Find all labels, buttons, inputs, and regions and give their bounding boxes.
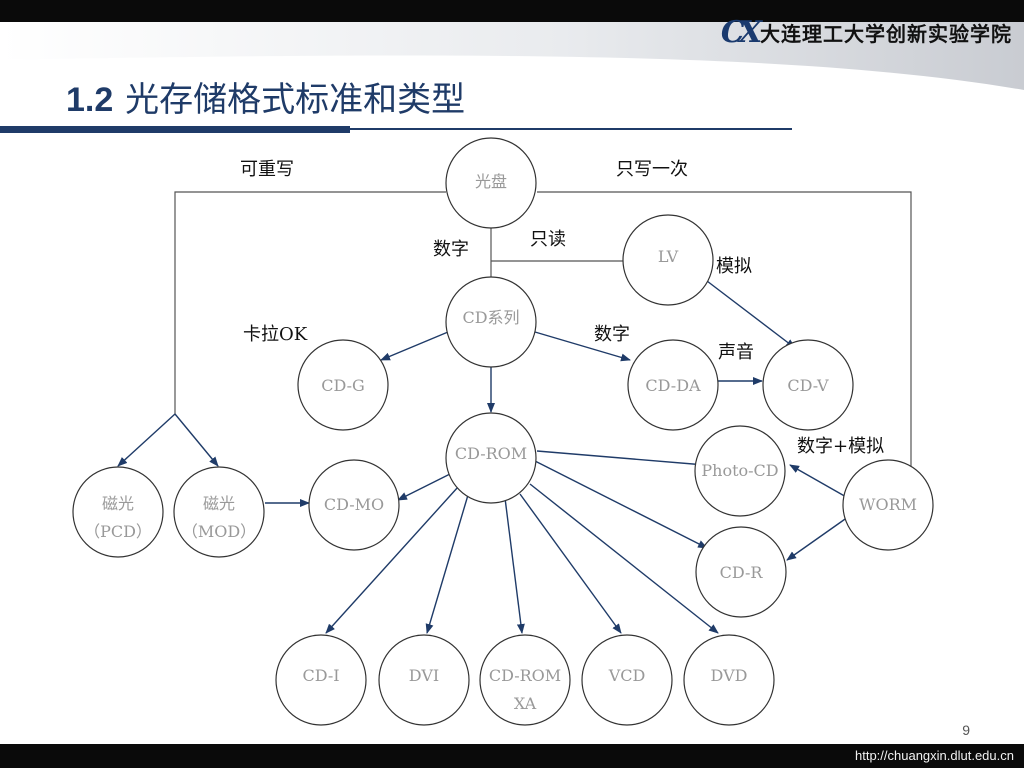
arrow-cd-rom-to-cd-r — [534, 460, 708, 549]
arrow-cd-rom-to-cd-i — [325, 486, 459, 634]
node-photo-cd: Photo-CD — [694, 425, 786, 517]
arrow-cd-rom-to-cd-mo — [397, 471, 455, 501]
label-audio: 声音 — [718, 342, 754, 363]
label-read-only: 只读 — [530, 229, 566, 250]
arrow-cd-rom-to-dvi — [425, 494, 469, 634]
optical-storage-diagram: 光盘 LV CD系列 CD-G CD-DA CD-V CD-ROM Photo-… — [72, 137, 934, 726]
node-cd-v: CD-V — [762, 339, 854, 431]
arrow-worm-to-cd-r — [786, 516, 849, 561]
arrow-cd-series-to-cd-g — [380, 331, 449, 361]
node-dvi: DVI — [378, 634, 470, 726]
institution-logo: CX 大连理工大学创新实验学院 — [721, 14, 1012, 50]
title-rule-thick — [0, 126, 350, 133]
arrow-worm-to-photo-cd — [789, 464, 849, 499]
node-cd-i-label: CD-I — [302, 666, 339, 685]
node-worm-label: WORM — [859, 495, 917, 514]
node-cd-mo-label: CD-MO — [324, 495, 384, 514]
node-cd-g: CD-G — [297, 339, 389, 431]
slide-title: 1.2 光存储格式标准和类型 — [66, 72, 465, 121]
node-dvd: DVD — [683, 634, 775, 726]
label-write-once: 只写一次 — [616, 159, 688, 180]
edge-labels: 可重写 只写一次 数字 只读 模拟 卡拉OK 数字 声音 数字+模拟 — [240, 159, 884, 457]
arrow-cd-rom-to-cd-rom-xa — [504, 497, 525, 634]
node-cd-i: CD-I — [275, 634, 367, 726]
arrow-cd-rom-to-photo-cd — [536, 450, 706, 469]
arrow-cd-rom-to-dvd — [529, 483, 719, 634]
node-mo-mod-label-1: 磁光 — [203, 494, 235, 513]
node-cd-g-label: CD-G — [321, 376, 365, 395]
page-number: 9 — [962, 722, 970, 738]
node-mo-mod: 磁光 （MOD） — [173, 466, 265, 558]
node-mo-pcd-label-2: （PCD） — [84, 522, 152, 541]
node-cd-rom-xa-label-1: CD-ROM — [489, 666, 561, 685]
node-cd-series-label: CD系列 — [462, 308, 519, 327]
node-cd-r: CD-R — [695, 526, 787, 618]
label-digital-2: 数字 — [594, 324, 630, 345]
node-cd-rom-label: CD-ROM — [455, 444, 527, 463]
node-cd-da-label: CD-DA — [645, 376, 701, 395]
node-cd-v-label: CD-V — [787, 376, 829, 395]
node-mo-mod-label-2: （MOD） — [182, 522, 256, 541]
label-digital-1: 数字 — [433, 239, 469, 260]
node-cd-r-label: CD-R — [720, 563, 764, 582]
node-cd-rom: CD-ROM — [445, 412, 537, 504]
label-rewritable: 可重写 — [240, 159, 294, 180]
slide-title-number: 1.2 — [66, 81, 114, 119]
arrow-lv-to-cd-v — [706, 280, 796, 349]
node-cd-series: CD系列 — [445, 276, 537, 368]
node-vcd-label: VCD — [608, 666, 646, 685]
node-guangpan-label: 光盘 — [475, 172, 507, 191]
node-cd-mo: CD-MO — [308, 459, 400, 551]
title-rule-thin — [350, 128, 792, 130]
node-vcd: VCD — [581, 634, 673, 726]
label-analog: 模拟 — [716, 256, 752, 277]
arrow-cd-rom-to-vcd — [519, 493, 622, 634]
arrow-branch-to-mod — [174, 413, 219, 467]
arrow-edges — [117, 280, 849, 634]
line-rewritable-branch — [174, 191, 446, 414]
top-bar — [0, 0, 1024, 22]
node-mo-pcd: 磁光 （PCD） — [72, 466, 164, 558]
node-cd-da: CD-DA — [627, 339, 719, 431]
label-digital-analog: 数字+模拟 — [797, 436, 884, 457]
header-swoosh — [0, 22, 1024, 90]
arrow-branch-to-pcd — [117, 413, 176, 467]
arrow-cd-series-to-cd-da — [534, 331, 631, 362]
slide-title-text: 光存储格式标准和类型 — [125, 80, 466, 120]
logo-text: 大连理工大学创新实验学院 — [760, 21, 1012, 46]
node-mo-pcd-label-1: 磁光 — [102, 494, 134, 513]
node-dvd-label: DVD — [711, 666, 748, 685]
logo-mark: CX — [720, 14, 762, 50]
node-worm: WORM — [842, 459, 934, 551]
node-photo-cd-label: Photo-CD — [701, 461, 778, 480]
footer-url: http://chuangxin.dlut.edu.cn — [854, 748, 1014, 763]
node-cd-rom-xa-label-2: XA — [514, 694, 537, 713]
node-dvi-label: DVI — [409, 666, 439, 685]
label-karaoke: 卡拉OK — [243, 324, 308, 345]
node-guangpan: 光盘 — [445, 137, 537, 229]
footer-bar — [0, 744, 1024, 768]
node-lv: LV — [622, 214, 714, 306]
node-cd-rom-xa: CD-ROM XA — [479, 634, 571, 726]
node-lv-label: LV — [658, 247, 679, 266]
